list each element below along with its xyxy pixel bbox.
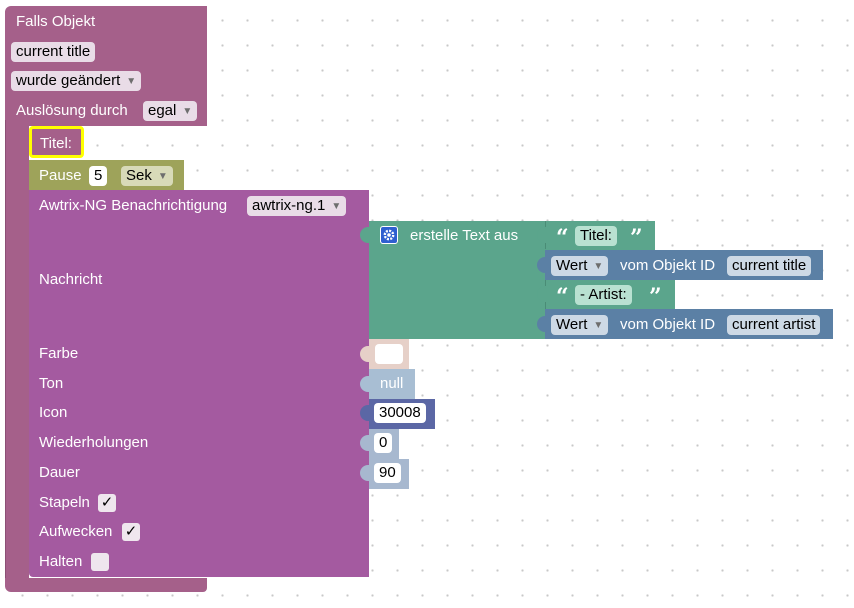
dropdown-arrow-icon: ▼: [593, 261, 604, 272]
dropdown-arrow-icon: ▼: [182, 106, 193, 117]
text-literal-2-field[interactable]: - Artist:: [575, 285, 632, 305]
notify-instance-value: awtrix-ng.1: [252, 197, 326, 214]
pause-unit-value: Sek: [126, 167, 152, 184]
get-value-2-label: vom Objekt ID: [620, 316, 716, 333]
text-literal-1-connector: [537, 227, 547, 243]
get-value-2-connector: [537, 316, 547, 332]
quote-close-icon: ”: [630, 225, 643, 251]
get-value-2-mode-dropdown[interactable]: Wert ▼: [551, 315, 609, 335]
notify-wakeup-label: Aufwecken: [39, 523, 113, 540]
trigger-by-dropdown[interactable]: egal ▼: [143, 101, 198, 121]
null-value: null: [380, 375, 404, 392]
get-value-2-object-field[interactable]: current artist: [727, 315, 821, 335]
gear-icon[interactable]: [380, 226, 398, 244]
color-swatch[interactable]: [375, 344, 403, 364]
icon-number-field[interactable]: 30008: [374, 403, 426, 423]
dropdown-arrow-icon: ▼: [593, 320, 604, 331]
trigger-title: Falls Objekt: [16, 13, 96, 30]
repeat-number-field[interactable]: 0: [374, 433, 393, 453]
quote-open-icon: “: [556, 225, 569, 251]
dropdown-arrow-icon: ▼: [331, 201, 342, 212]
notify-stack-label: Stapeln: [39, 494, 90, 511]
duration-number-field[interactable]: 90: [374, 463, 401, 483]
text-join-label: erstelle Text aus: [410, 227, 519, 244]
trigger-condition-dropdown[interactable]: wurde geändert ▼: [11, 71, 142, 91]
trigger-condition-value: wurde geändert: [16, 72, 121, 89]
comment-block[interactable]: [29, 126, 84, 158]
notify-block[interactable]: [29, 190, 369, 577]
notify-repeat-label: Wiederholungen: [39, 434, 149, 451]
notify-stack-checkbox[interactable]: ✓: [98, 494, 116, 512]
notify-sound-label: Ton: [39, 375, 64, 392]
trigger-object-id-field[interactable]: current title: [11, 42, 96, 62]
notify-wakeup-checkbox[interactable]: ✓: [122, 523, 140, 541]
null-block[interactable]: [369, 369, 415, 399]
icon-number-connector: [360, 405, 370, 421]
text-literal-2-connector: [537, 286, 547, 302]
notify-duration-label: Dauer: [39, 464, 80, 481]
get-value-2-mode: Wert: [556, 316, 588, 333]
quote-close-icon: ”: [649, 284, 662, 310]
color-block-connector: [360, 346, 370, 362]
trigger-block-spine: [5, 120, 29, 586]
pause-label: Pause: [39, 167, 82, 184]
get-value-1-connector: [537, 257, 547, 273]
null-block-connector: [360, 376, 370, 392]
get-value-1-label: vom Objekt ID: [620, 257, 716, 274]
trigger-by-label: Auslösung durch: [16, 102, 128, 119]
repeat-number-connector: [360, 435, 370, 451]
get-value-1-object-field[interactable]: current title: [727, 256, 812, 276]
trigger-by-value: egal: [148, 102, 177, 119]
quote-open-icon: “: [556, 284, 569, 310]
get-value-1-mode: Wert: [556, 257, 588, 274]
notify-hold-checkbox[interactable]: [91, 553, 109, 571]
notify-icon-label: Icon: [39, 404, 68, 421]
notify-label: Awtrix-NG Benachrichtigung: [39, 197, 228, 214]
notify-message-label: Nachricht: [39, 271, 103, 288]
dropdown-arrow-icon: ▼: [126, 76, 137, 87]
notify-color-label: Farbe: [39, 345, 79, 362]
trigger-block-footer: [5, 578, 207, 592]
notify-instance-dropdown[interactable]: awtrix-ng.1 ▼: [247, 196, 347, 216]
dropdown-arrow-icon: ▼: [157, 171, 168, 182]
text-literal-1-field[interactable]: Titel:: [575, 226, 617, 246]
pause-value-field[interactable]: 5: [89, 166, 108, 186]
notify-hold-label: Halten: [39, 553, 83, 570]
duration-number-connector: [360, 465, 370, 481]
text-join-connector: [360, 227, 370, 243]
comment-label: Titel:: [40, 135, 72, 152]
pause-unit-dropdown[interactable]: Sek ▼: [121, 166, 173, 186]
get-value-1-mode-dropdown[interactable]: Wert ▼: [551, 256, 609, 276]
